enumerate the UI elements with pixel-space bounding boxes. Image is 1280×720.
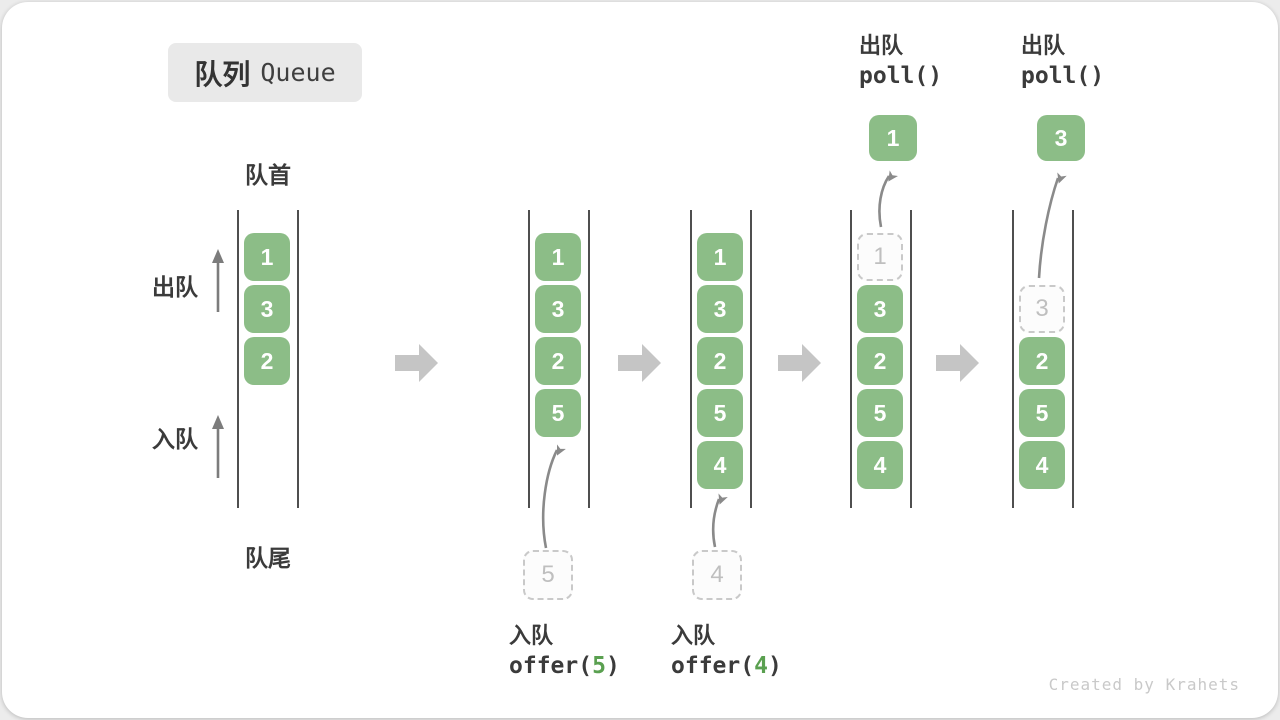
queue-element: 4 xyxy=(697,441,743,489)
queue-element: 1 xyxy=(244,233,290,281)
transition-arrow-icon xyxy=(936,342,980,384)
enqueue-op-label: 入队 xyxy=(671,623,716,648)
dequeue-op-label: 出队 xyxy=(859,33,904,58)
dequeue-op-code: poll() xyxy=(859,63,943,89)
queue-element: 4 xyxy=(857,441,903,489)
queue-element: 1 xyxy=(535,233,581,281)
queue-channel-right-line xyxy=(1072,210,1074,508)
popped-element: 1 xyxy=(869,115,917,161)
title-zh: 队列 xyxy=(194,58,251,90)
queue-element: 2 xyxy=(697,337,743,385)
dequeue-label: 出队 xyxy=(152,274,198,300)
queue-element-removed: 1 xyxy=(857,233,903,281)
staging-element: 5 xyxy=(523,550,573,600)
enqueue-label: 入队 xyxy=(152,426,198,452)
queue-channel-left-line xyxy=(1012,210,1014,508)
queue-front-label: 队首 xyxy=(245,162,291,188)
queue-channel-right-line xyxy=(750,210,752,508)
queue-channel-left-line xyxy=(850,210,852,508)
queue-element-removed: 3 xyxy=(1019,285,1065,333)
title-en: Queue xyxy=(260,58,336,87)
staging-element: 4 xyxy=(692,550,742,600)
transition-arrow-icon xyxy=(395,342,439,384)
dequeue-direction-arrow-icon xyxy=(211,249,225,313)
popped-element: 3 xyxy=(1037,115,1085,161)
queue-channel-left-line xyxy=(237,210,239,508)
queue-channel-right-line xyxy=(588,210,590,508)
enqueue-op-code: offer(4) xyxy=(671,653,782,679)
queue-element: 3 xyxy=(697,285,743,333)
queue-channel-right-line xyxy=(910,210,912,508)
queue-element: 2 xyxy=(535,337,581,385)
transition-arrow-icon xyxy=(618,342,662,384)
enqueue-direction-arrow-icon xyxy=(211,415,225,479)
queue-element: 5 xyxy=(857,389,903,437)
queue-element: 3 xyxy=(535,285,581,333)
queue-element: 2 xyxy=(857,337,903,385)
queue-element: 3 xyxy=(244,285,290,333)
queue-channel-left-line xyxy=(528,210,530,508)
queue-element: 3 xyxy=(857,285,903,333)
dequeue-op-code: poll() xyxy=(1021,63,1105,89)
queue-element: 2 xyxy=(1019,337,1065,385)
queue-element: 2 xyxy=(244,337,290,385)
queue-rear-label: 队尾 xyxy=(245,545,291,571)
title-badge: 队列 Queue xyxy=(168,43,362,102)
watermark: Created by Krahets xyxy=(1048,675,1240,694)
queue-channel-right-line xyxy=(297,210,299,508)
queue-channel-left-line xyxy=(690,210,692,508)
enqueue-op-code: offer(5) xyxy=(509,653,620,679)
queue-element: 4 xyxy=(1019,441,1065,489)
transition-arrow-icon xyxy=(778,342,822,384)
dequeue-op-label: 出队 xyxy=(1021,33,1066,58)
queue-element: 1 xyxy=(697,233,743,281)
enqueue-op-label: 入队 xyxy=(509,623,554,648)
queue-element: 5 xyxy=(535,389,581,437)
queue-element: 5 xyxy=(1019,389,1065,437)
queue-element: 5 xyxy=(697,389,743,437)
